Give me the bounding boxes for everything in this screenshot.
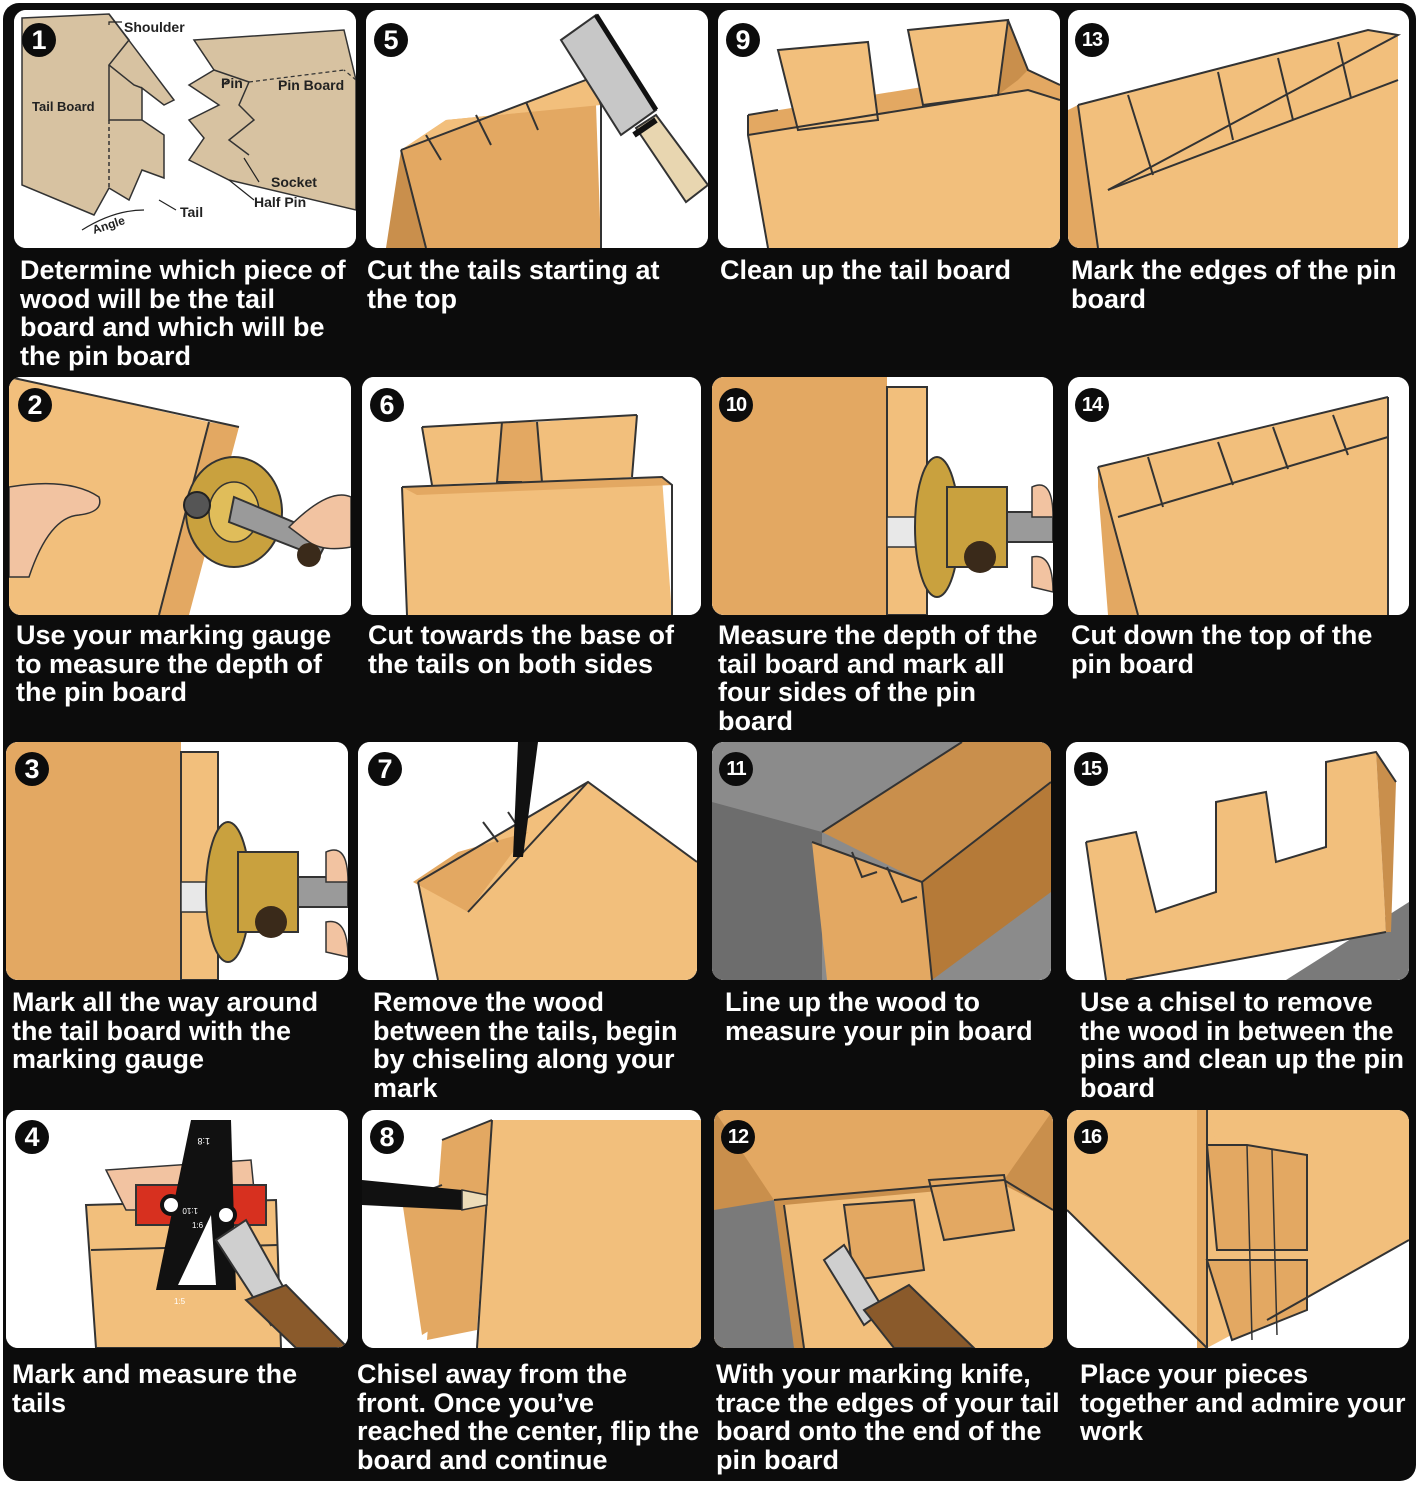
step-11-number: 11 xyxy=(719,752,753,786)
label-tail: Tail xyxy=(180,204,203,220)
step-8-image xyxy=(362,1110,701,1348)
step-2-caption: Use your marking gauge to measure the de… xyxy=(16,620,332,707)
ruler-ratio-mid: 1:10 xyxy=(182,1206,198,1215)
step-16-caption: Place your pieces together and admire yo… xyxy=(1080,1359,1406,1446)
step-3-image xyxy=(6,742,348,980)
step-4-number: 4 xyxy=(15,1120,49,1154)
step-15-number: 15 xyxy=(1074,752,1108,786)
step-10-caption: Measure the depth of the tail board and … xyxy=(718,620,1038,736)
ruler-ratio-bottom: 1:5 xyxy=(174,1297,186,1306)
step-11-caption: Line up the wood to measure your pin boa… xyxy=(725,987,1033,1046)
step-11-image xyxy=(712,742,1051,980)
step-7-number: 7 xyxy=(368,752,402,786)
step-13-image xyxy=(1068,10,1409,248)
step-5-caption: Cut the tails starting at the top xyxy=(367,255,660,314)
step-14-caption: Cut down the top of the pin board xyxy=(1071,620,1373,679)
label-pin: Pin xyxy=(221,75,243,91)
step-4-caption: Mark and measure the tails xyxy=(12,1359,298,1418)
step-16-number: 16 xyxy=(1074,1120,1108,1154)
label-tail-board: Tail Board xyxy=(32,99,95,114)
step-1-image: Shoulder Tail Board Pin Pin Board Socket… xyxy=(14,10,356,248)
step-8-number: 8 xyxy=(370,1120,404,1154)
step-10-image xyxy=(712,377,1053,615)
step-16-image xyxy=(1067,1110,1409,1348)
step-10-number: 10 xyxy=(719,388,753,422)
step-5-number: 5 xyxy=(374,23,408,57)
step-14-number: 14 xyxy=(1075,388,1109,422)
step-3-caption: Mark all the way around the tail board w… xyxy=(12,987,319,1074)
step-1-caption: Determine which piece of wood will be th… xyxy=(20,255,346,371)
dovetail-anatomy-diagram: Shoulder Tail Board Pin Pin Board Socket… xyxy=(14,10,356,248)
step-9-number: 9 xyxy=(726,23,760,57)
label-half-pin: Half Pin xyxy=(254,194,306,210)
ruler-ratio-low: 1:6 xyxy=(192,1221,204,1230)
label-shoulder: Shoulder xyxy=(124,19,185,35)
step-12-caption: With your marking knife, trace the edges… xyxy=(716,1359,1060,1475)
step-7-caption: Remove the wood between the tails, begin… xyxy=(373,987,678,1103)
label-pin-board: Pin Board xyxy=(278,77,344,93)
ruler-ratio-top: 1:8 xyxy=(197,1136,210,1146)
step-6-caption: Cut towards the base of the tails on bot… xyxy=(368,620,675,679)
step-8-caption: Chisel away from the front. Once you’ve … xyxy=(357,1359,700,1475)
step-6-image xyxy=(362,377,701,615)
step-6-number: 6 xyxy=(370,388,404,422)
step-4-image: 1:8 1:10 1:6 1:5 xyxy=(6,1110,348,1348)
step-14-image xyxy=(1068,377,1409,615)
step-13-caption: Mark the edges of the pin board xyxy=(1071,255,1397,314)
step-15-image xyxy=(1066,742,1409,980)
step-3-number: 3 xyxy=(15,752,49,786)
step-12-number: 12 xyxy=(721,1120,755,1154)
instruction-sheet: Shoulder Tail Board Pin Pin Board Socket… xyxy=(3,3,1416,1481)
step-15-caption: Use a chisel to remove the wood in betwe… xyxy=(1080,987,1405,1103)
step-2-number: 2 xyxy=(18,388,52,422)
step-5-image xyxy=(366,10,708,248)
step-9-image xyxy=(718,10,1060,248)
step-13-number: 13 xyxy=(1075,23,1109,57)
step-12-image xyxy=(714,1110,1053,1348)
label-socket: Socket xyxy=(271,174,317,190)
step-2-image xyxy=(9,377,351,615)
step-9-caption: Clean up the tail board xyxy=(720,255,1012,285)
step-7-image xyxy=(358,742,697,980)
step-1-number: 1 xyxy=(22,23,56,57)
